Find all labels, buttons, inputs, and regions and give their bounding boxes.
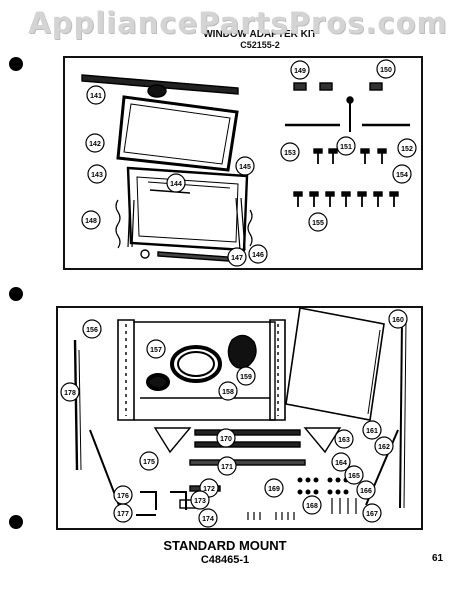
svg-text:152: 152 <box>401 146 413 153</box>
callout-141: 141 <box>86 85 106 105</box>
top-panel-callouts: 141 142 143 144 145 146 147 148 149 150 … <box>81 59 417 267</box>
callout-155: 155 <box>308 212 328 232</box>
callout-167: 167 <box>362 503 382 523</box>
callout-158: 158 <box>218 381 238 401</box>
callout-151: 151 <box>336 136 356 156</box>
callout-146: 146 <box>248 244 268 264</box>
top-panel-title: WINDOW ADAPTER KIT <box>203 29 317 40</box>
callout-174: 174 <box>198 508 218 528</box>
page-number: 61 <box>432 553 444 564</box>
svg-text:178: 178 <box>64 390 76 397</box>
callout-171: 171 <box>217 456 237 476</box>
svg-text:150: 150 <box>380 67 392 74</box>
callout-157: 157 <box>146 339 166 359</box>
bottom-panel-title: STANDARD MOUNT <box>163 538 287 553</box>
callout-148: 148 <box>81 210 101 230</box>
svg-text:174: 174 <box>202 516 214 523</box>
callout-178: 178 <box>60 382 80 402</box>
svg-text:144: 144 <box>170 181 182 188</box>
callout-147: 147 <box>227 247 247 267</box>
svg-text:160: 160 <box>392 317 404 324</box>
svg-text:154: 154 <box>396 172 408 179</box>
svg-text:169: 169 <box>268 486 280 493</box>
svg-text:141: 141 <box>90 93 102 100</box>
callout-154: 154 <box>392 164 412 184</box>
svg-text:173: 173 <box>194 498 206 505</box>
svg-text:171: 171 <box>221 464 233 471</box>
top-panel-code: C52155-2 <box>240 40 280 50</box>
svg-text:147: 147 <box>231 255 243 262</box>
svg-text:165: 165 <box>348 473 360 480</box>
callout-177: 177 <box>113 503 133 523</box>
svg-text:155: 155 <box>312 220 324 227</box>
svg-text:166: 166 <box>360 488 372 495</box>
callout-149: 149 <box>290 60 310 80</box>
svg-text:161: 161 <box>366 428 378 435</box>
svg-text:149: 149 <box>294 68 306 75</box>
callout-165: 165 <box>344 465 364 485</box>
svg-text:162: 162 <box>378 444 390 451</box>
svg-text:151: 151 <box>340 144 352 151</box>
svg-text:153: 153 <box>284 150 296 157</box>
svg-text:177: 177 <box>117 511 129 518</box>
callout-169: 169 <box>264 478 284 498</box>
callout-175: 175 <box>139 451 159 471</box>
binder-hole-bottom <box>9 515 23 529</box>
callout-164: 164 <box>331 452 351 472</box>
callout-144: 144 <box>166 173 186 193</box>
callout-162: 162 <box>374 436 394 456</box>
callout-160: 160 <box>388 309 408 329</box>
callout-168: 168 <box>302 495 322 515</box>
svg-text:170: 170 <box>220 436 232 443</box>
svg-text:158: 158 <box>222 389 234 396</box>
svg-text:159: 159 <box>240 374 252 381</box>
callout-163: 163 <box>334 429 354 449</box>
callout-176: 176 <box>113 485 133 505</box>
bottom-panel-callouts: 156 157 158 159 160 161 162 163 164 165 … <box>60 309 408 528</box>
svg-text:156: 156 <box>86 327 98 334</box>
svg-text:163: 163 <box>338 437 350 444</box>
bottom-panel-code: C48465-1 <box>200 554 250 566</box>
callout-143: 143 <box>87 164 107 184</box>
callout-142: 142 <box>85 133 105 153</box>
svg-text:176: 176 <box>117 493 129 500</box>
callout-156: 156 <box>82 319 102 339</box>
callout-145: 145 <box>235 156 255 176</box>
callout-153: 153 <box>280 142 300 162</box>
callout-161: 161 <box>362 420 382 440</box>
svg-text:168: 168 <box>306 503 318 510</box>
svg-text:172: 172 <box>203 486 215 493</box>
callout-150: 150 <box>376 59 396 79</box>
binder-hole-middle <box>9 287 23 301</box>
svg-text:164: 164 <box>335 460 347 467</box>
svg-text:146: 146 <box>252 252 264 259</box>
svg-text:148: 148 <box>85 218 97 225</box>
svg-text:175: 175 <box>143 459 155 466</box>
callout-173: 173 <box>190 490 210 510</box>
callout-159: 159 <box>236 366 256 386</box>
callout-170: 170 <box>216 428 236 448</box>
svg-text:157: 157 <box>150 347 162 354</box>
svg-text:142: 142 <box>89 141 101 148</box>
svg-text:143: 143 <box>91 172 103 179</box>
binder-hole-top <box>9 57 23 71</box>
callout-152: 152 <box>397 138 417 158</box>
callout-166: 166 <box>356 480 376 500</box>
svg-text:167: 167 <box>366 511 378 518</box>
svg-text:145: 145 <box>239 164 251 171</box>
